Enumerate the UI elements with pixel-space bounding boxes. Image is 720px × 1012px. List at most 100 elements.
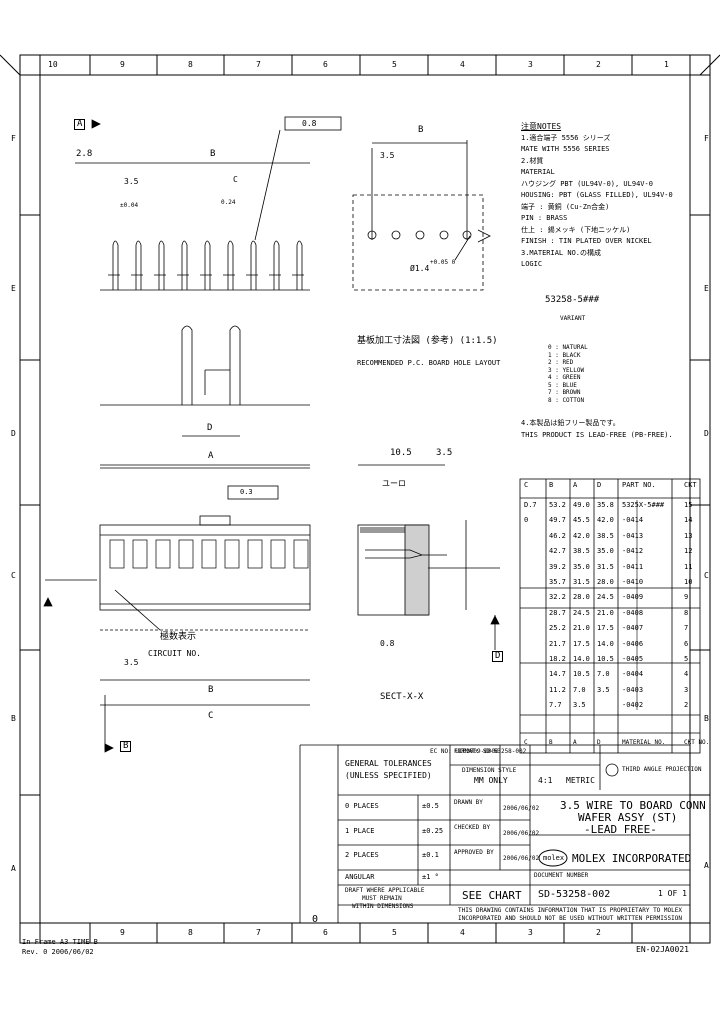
table-cell: 31.5 [597, 562, 614, 571]
col-label: 10 [48, 60, 58, 69]
footer-left-1: In Frame A3 TIME B [22, 938, 98, 946]
row-label: C [704, 571, 709, 580]
row-label: C [11, 571, 16, 580]
date-1: 2006/06/02 [503, 830, 540, 837]
outer-frame [19, 54, 711, 944]
ckt-table [519, 478, 701, 754]
sheet-no: 1 OF 1 [658, 889, 687, 898]
tol-row-3-label: ANGULAR [345, 873, 375, 881]
tol-row-1-label: 1 PLACE [345, 827, 375, 835]
table-footer-cell: B [549, 739, 553, 746]
table-cell: 28.7 [549, 608, 566, 617]
proprietary-1: THIS DRAWING CONTAINS INFORMATION THAT I… [458, 907, 682, 914]
table-cell: 35.0 [573, 562, 590, 571]
table-cell: 38.5 [573, 547, 590, 556]
table-cell: 5 [684, 655, 689, 663]
table-cell: 17.5 [573, 639, 590, 648]
table-cell: 46.2 [549, 531, 566, 540]
table-cell: -0413 [622, 531, 644, 540]
table-cell: 21.0 [597, 608, 614, 617]
table-cell: 35.0 [597, 547, 614, 556]
datum-a: A [74, 119, 86, 130]
general-tolerances: GENERAL TOLERANCES [345, 759, 432, 768]
table-cell: 25.2 [549, 624, 566, 633]
table-header-cell: C [524, 481, 529, 489]
table-header-cell: A [573, 481, 578, 489]
table-cell: 14.0 [597, 639, 614, 648]
table-cell: -0402 [622, 701, 644, 710]
proprietary-2: INCORPORATED AND SHOULD NOT BE USED WITH… [458, 915, 682, 922]
note-line: LOGIC [521, 260, 543, 268]
datum-d: D [492, 651, 504, 662]
table-cell: D.7 [524, 501, 537, 509]
table-cell: 49.7 [549, 516, 566, 525]
table-cell: 13 [684, 531, 693, 540]
pcb-pitch: 3.5 [380, 151, 395, 160]
table-cell: 42.0 [597, 516, 614, 525]
section-x-x [357, 464, 500, 650]
col-label: 2 [596, 928, 601, 937]
date-2: 2006/06/02 [503, 855, 540, 862]
col-label: 6 [323, 928, 328, 937]
drafting-note: WITHIN DIMENSIONS [352, 903, 414, 910]
projection-symbol [605, 763, 619, 777]
table-cell: -0405 [622, 655, 644, 663]
circuit-en: CIRCUIT NO. [148, 649, 201, 658]
col-label: 7 [256, 60, 261, 69]
note-line: MATE WITH 5556 SERIES [521, 145, 610, 153]
table-cell: 10 [684, 578, 693, 586]
revision: 0 [312, 914, 319, 925]
table-cell: -0407 [622, 624, 644, 633]
color-item: 7 : BROWN [548, 389, 581, 396]
table-cell: 18.2 [549, 655, 566, 663]
company-name: MOLEX INCORPORATED [572, 852, 692, 865]
table-cell: 7.7 [549, 701, 562, 710]
table-cell: 39.2 [549, 562, 566, 571]
col-label: 1 [664, 60, 669, 69]
tol-row-0-val: ±0.5 [422, 802, 439, 810]
pcb-hole-tol: +0.05 0 [430, 259, 456, 266]
note-line: 3.MATERIAL NO.の構成 [521, 248, 602, 257]
title-line-0: 3.5 WIRE TO BOARD CONN [560, 799, 706, 812]
table-cell: 14.7 [549, 670, 566, 679]
table-cell: -0412 [622, 547, 644, 556]
table-cell: 0 [524, 516, 529, 525]
table-cell: 35.7 [549, 578, 566, 586]
doc-label: DOCUMENT NUMBER [534, 872, 589, 879]
table-cell: 8 [684, 608, 689, 617]
pitch-front: 3.5 [124, 658, 139, 667]
row-label: F [704, 134, 709, 143]
table-cell: 45.5 [573, 516, 590, 525]
color-item: 5 : BLUE [548, 381, 577, 389]
row-label: B [704, 714, 709, 723]
table-cell: 10.5 [573, 670, 590, 679]
scale: 4:1 [538, 776, 553, 785]
table-cell: 49.0 [573, 501, 590, 509]
sect-note2: 0.8 [380, 639, 395, 648]
table-footer-cell: C [524, 739, 528, 746]
pos-tol: 0.24 [221, 199, 236, 206]
table-cell: -0414 [622, 516, 644, 525]
tol-row-2-val: ±0.1 [422, 851, 439, 859]
unless-specified: (UNLESS SPECIFIED) [345, 771, 432, 780]
table-cell: 24.5 [597, 593, 614, 602]
note-line: MATERIAL [521, 168, 555, 176]
table-footer-cell: A [573, 739, 577, 746]
table-cell: 14.0 [573, 655, 590, 663]
units: METRIC [566, 776, 595, 785]
dim-b-front: B [208, 685, 214, 695]
table-cell: 42.7 [549, 547, 566, 556]
table-cell: 42.0 [573, 531, 590, 540]
table-cell: -0411 [622, 562, 644, 571]
dim-b: B [210, 149, 216, 159]
pcb-layout [352, 140, 491, 291]
section-title: SECT-X-X [380, 692, 424, 702]
row-label: B [11, 714, 16, 723]
sect-dim2: 3.5 [436, 448, 453, 458]
molex-logo [538, 849, 568, 867]
row-label: A [704, 861, 709, 870]
table-cell: 7.0 [573, 685, 586, 694]
footer-right: EN-02JA0021 [636, 945, 689, 954]
table-cell: 10.5 [597, 655, 614, 663]
